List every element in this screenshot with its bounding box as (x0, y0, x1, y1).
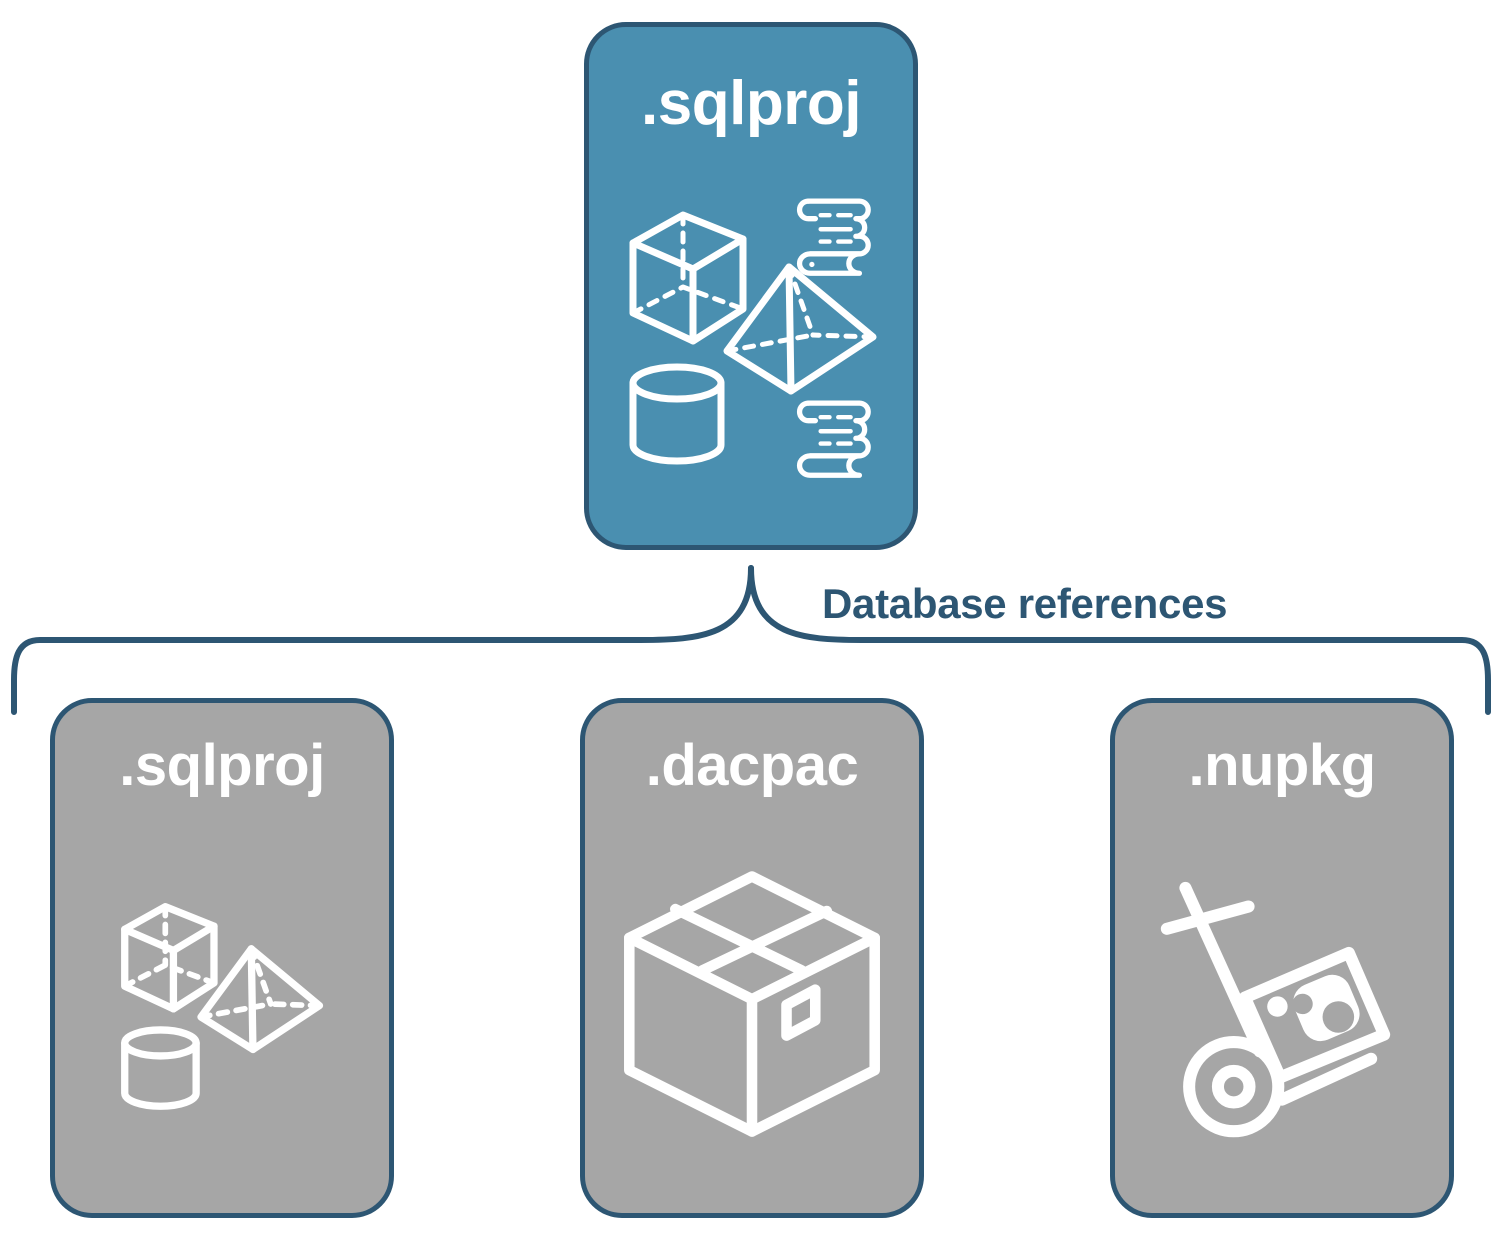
node-card-ref-nupkg[interactable]: .nupkg (1110, 698, 1454, 1218)
scroll-script-icon (796, 198, 871, 276)
node-title-root: .sqlproj (641, 69, 861, 138)
package-box-icon (624, 871, 880, 1137)
node-card-ref-dacpac[interactable]: .dacpac (580, 698, 924, 1218)
wireframe-cube-icon (120, 902, 218, 1013)
wireframe-cylinder-icon (120, 1026, 200, 1110)
node-title-ref-dacpac: .dacpac (645, 733, 859, 798)
connector-label: Database references (812, 578, 1238, 632)
node-artwork-ref-sqlproj (55, 795, 389, 1213)
node-card-ref-sqlproj[interactable]: .sqlproj (50, 698, 394, 1218)
node-artwork-ref-dacpac (585, 795, 919, 1213)
node-title-ref-nupkg: .nupkg (1188, 733, 1376, 798)
wireframe-pyramid-icon (723, 263, 877, 395)
node-artwork-ref-nupkg (1115, 795, 1449, 1213)
nuget-logo-holes (1292, 993, 1355, 1033)
node-title-ref-sqlproj: .sqlproj (119, 733, 325, 798)
database-references-bracket (11, 565, 1491, 715)
scroll-script-icon (796, 400, 871, 478)
node-card-root-sqlproj[interactable]: .sqlproj (584, 22, 918, 550)
nuget-hand-truck-icon (1160, 881, 1391, 1138)
wireframe-pyramid-icon (196, 945, 323, 1054)
ref-shapes-group (120, 902, 323, 1110)
node-artwork-root (589, 135, 913, 545)
wireframe-cylinder-icon (629, 363, 725, 465)
root-shapes-group (629, 198, 877, 478)
wireframe-cube-icon (629, 211, 747, 345)
